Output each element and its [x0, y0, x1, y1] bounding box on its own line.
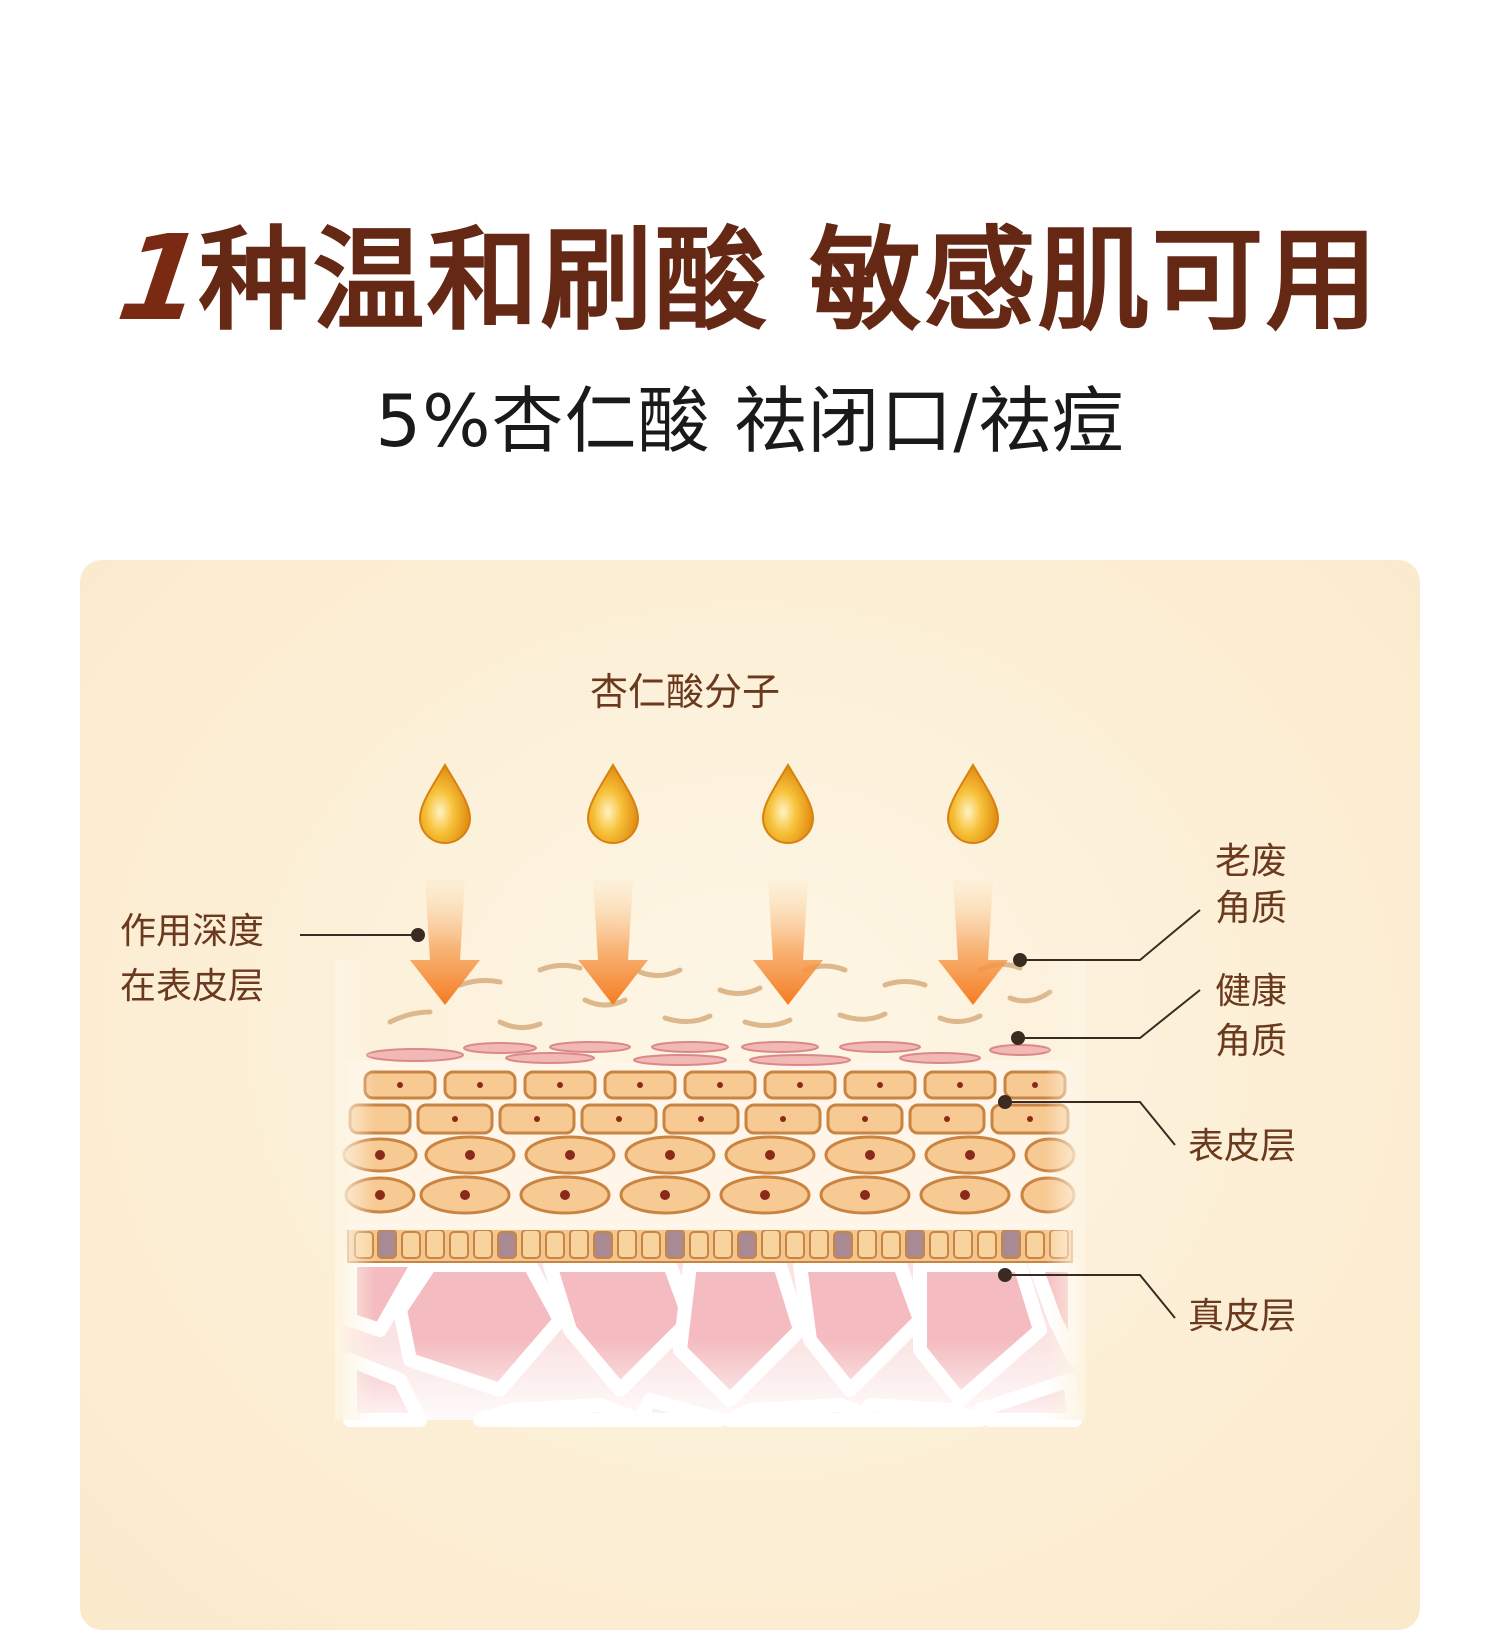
- epidermis-cells: [342, 1060, 1076, 1230]
- depth-label-line1: 作用深度: [120, 911, 265, 952]
- headline-text: 种温和刷酸 敏感肌可用: [198, 216, 1380, 346]
- dermis-label: 真皮层: [1188, 1296, 1297, 1337]
- healthy-keratin-leader: [1018, 989, 1201, 1039]
- acid-drop-3: [761, 763, 815, 844]
- cell-nuclei: [375, 1082, 1038, 1200]
- healthy-keratin-label-line2: 角质: [1215, 1021, 1288, 1062]
- acid-drop-4: [946, 763, 1000, 844]
- arrow-4: [938, 880, 1008, 1005]
- penetration-arrows: [410, 880, 1008, 1005]
- diagram-panel: 杏仁酸分子 作用深度 在表皮层 老废 角质 健康 角质 表皮层 真皮层: [80, 560, 1420, 1630]
- acid-drop-1: [418, 763, 472, 844]
- acid-drops: [418, 763, 1000, 844]
- dermis-leader: [1005, 1274, 1176, 1319]
- arrow-1: [410, 880, 480, 1005]
- old-keratin-label-line1: 老废: [1215, 841, 1288, 882]
- molecule-label: 杏仁酸分子: [590, 670, 781, 714]
- epidermis-leader: [1005, 1101, 1176, 1146]
- old-keratin-leader: [1020, 909, 1201, 961]
- headline: 1种温和刷酸 敏感肌可用: [0, 190, 1500, 347]
- skin-diagram: [300, 763, 1201, 1427]
- epidermis-label: 表皮层: [1188, 1126, 1297, 1167]
- old-keratin-label-line2: 角质: [1215, 888, 1288, 929]
- arrow-3: [753, 880, 823, 1005]
- acid-drop-2: [586, 763, 640, 844]
- basal-layer: [347, 1227, 1073, 1263]
- headline-number: 1: [110, 209, 209, 347]
- healthy-keratin-label-line1: 健康: [1215, 971, 1288, 1012]
- dermis-layer: [343, 1253, 1082, 1427]
- arrow-2: [578, 880, 648, 1005]
- healthy-keratin-flakes: [366, 1041, 1051, 1066]
- leader-lines: [300, 909, 1201, 1319]
- depth-label-line2: 在表皮层: [120, 966, 265, 1007]
- subheadline: 5%杏仁酸 祛闭口/祛痘: [375, 379, 1125, 463]
